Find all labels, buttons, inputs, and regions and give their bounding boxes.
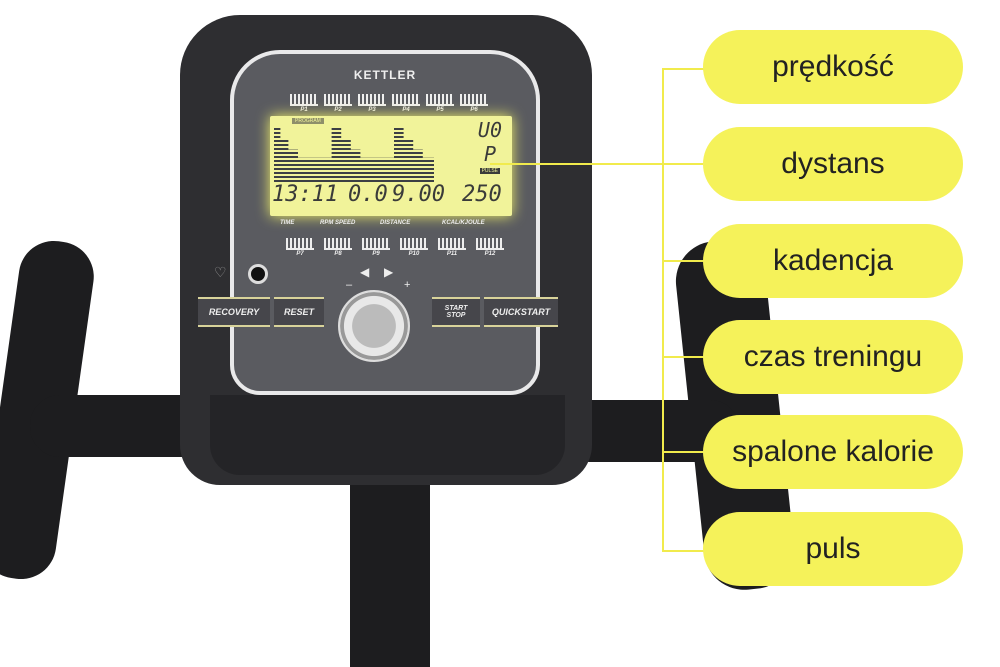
pulse-label: PULSE bbox=[479, 168, 500, 174]
lcd-distance: 9.00 bbox=[392, 182, 445, 207]
callout-tick bbox=[662, 451, 704, 453]
callout-pointer bbox=[490, 163, 704, 165]
plus-label: + bbox=[404, 279, 411, 291]
callout-training-time: czas treningu bbox=[703, 320, 963, 394]
label-kcal: KCAL/KJOULE bbox=[442, 220, 485, 226]
console-lower-tray bbox=[210, 395, 565, 475]
callout-cadence: kadencja bbox=[703, 224, 963, 298]
recovery-button[interactable]: RECOVERY bbox=[198, 297, 270, 327]
arrow-left-icon: ◀ bbox=[360, 265, 370, 279]
callout-pulse: puls bbox=[703, 512, 963, 586]
program-icon[interactable]: P2 bbox=[324, 94, 352, 113]
program-icon[interactable]: P11 bbox=[438, 238, 466, 257]
callout-tick bbox=[662, 356, 704, 358]
callout-tick bbox=[662, 550, 704, 552]
lcd-display: PROGRAM U0 P PULSE 13:11 0.0 9.00 250 bbox=[270, 116, 512, 216]
callout-tick bbox=[662, 68, 704, 70]
label-speed: RPM SPEED bbox=[320, 220, 356, 226]
program-icon[interactable]: P4 bbox=[392, 94, 420, 113]
callout-speed: prędkość bbox=[703, 30, 963, 104]
program-icon[interactable]: P5 bbox=[426, 94, 454, 113]
program-row-top: P1 P2 P3 P4 P5 P6 bbox=[290, 94, 488, 113]
callout-bracket bbox=[662, 68, 664, 552]
program-icon[interactable]: P8 bbox=[324, 238, 352, 257]
brand-logo: KETTLER bbox=[353, 68, 417, 82]
stem bbox=[350, 470, 430, 667]
program-icon[interactable]: P10 bbox=[400, 238, 428, 257]
callout-distance: dystans bbox=[703, 127, 963, 201]
quickstart-button[interactable]: QUICKSTART bbox=[484, 297, 558, 327]
callout-calories: spalone kalorie bbox=[703, 415, 963, 489]
callout-tick bbox=[662, 260, 704, 262]
console-panel: KETTLER P1 P2 P3 P4 P5 P6 PROGRAM U0 P P… bbox=[230, 50, 540, 395]
lcd-pulse-value: P bbox=[483, 142, 496, 166]
program-label: PROGRAM bbox=[292, 118, 324, 124]
label-time: TIME bbox=[280, 220, 295, 226]
label-distance: DISTANCE bbox=[380, 220, 411, 226]
program-icon[interactable]: P12 bbox=[476, 238, 504, 257]
lcd-speed-indicator: U0 bbox=[477, 118, 502, 142]
control-knob[interactable] bbox=[338, 290, 410, 362]
minus-label: – bbox=[346, 279, 353, 291]
profile-graph bbox=[274, 128, 434, 182]
arrow-right-icon: ▶ bbox=[384, 265, 394, 279]
lcd-speed: 0.0 bbox=[348, 182, 388, 207]
program-icon[interactable]: P3 bbox=[358, 94, 386, 113]
program-row-bottom: P7 P8 P9 P10 P11 P12 bbox=[286, 238, 504, 257]
program-icon[interactable]: P9 bbox=[362, 238, 390, 257]
program-icon[interactable]: P1 bbox=[290, 94, 318, 113]
chest-strap-jack bbox=[248, 264, 268, 284]
reset-button[interactable]: RESET bbox=[274, 297, 324, 327]
program-icon[interactable]: P6 bbox=[460, 94, 488, 113]
heart-rate-icon: ♡ bbox=[214, 264, 227, 280]
lcd-time: 13:11 bbox=[272, 182, 339, 207]
program-icon[interactable]: P7 bbox=[286, 238, 314, 257]
lcd-kcal: 250 bbox=[462, 182, 502, 207]
